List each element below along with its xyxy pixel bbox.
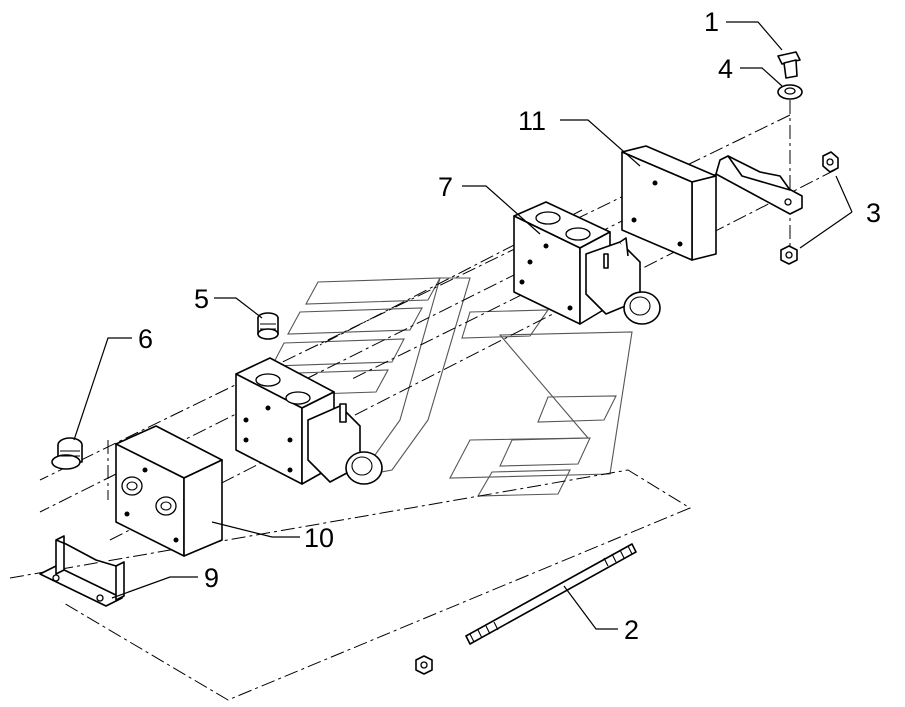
callout-9: 7 [438,172,453,202]
washer-part [777,84,803,100]
plug-part [51,437,83,470]
callout-7: 9 [204,563,219,593]
end-plate-part [621,145,717,261]
callout-4: 4 [718,54,733,84]
callout-10: 10 [304,523,334,553]
callout-6: 6 [138,324,153,354]
nut-upper-part [822,151,839,173]
watermark-logo [255,277,633,497]
leader-lines [73,21,853,630]
callout-1: 1 [704,7,719,37]
rod-nut-part [415,655,433,675]
fitting-part [257,312,279,340]
tie-rod-part [465,543,637,645]
callout-2: 2 [624,615,639,645]
callout-11: 11 [518,106,546,136]
callout-labels: 1 4 11 3 7 5 6 10 9 2 [138,7,881,645]
callout-5: 5 [194,284,209,314]
nut-lower-part [780,245,798,265]
rear-valve-part [513,201,661,325]
small-bracket-part [715,155,803,215]
callout-3: 3 [866,198,881,228]
manifold-block-part [115,425,223,557]
bracket-part [39,535,125,607]
front-valve-part [235,357,383,485]
bolt-part [777,51,801,79]
